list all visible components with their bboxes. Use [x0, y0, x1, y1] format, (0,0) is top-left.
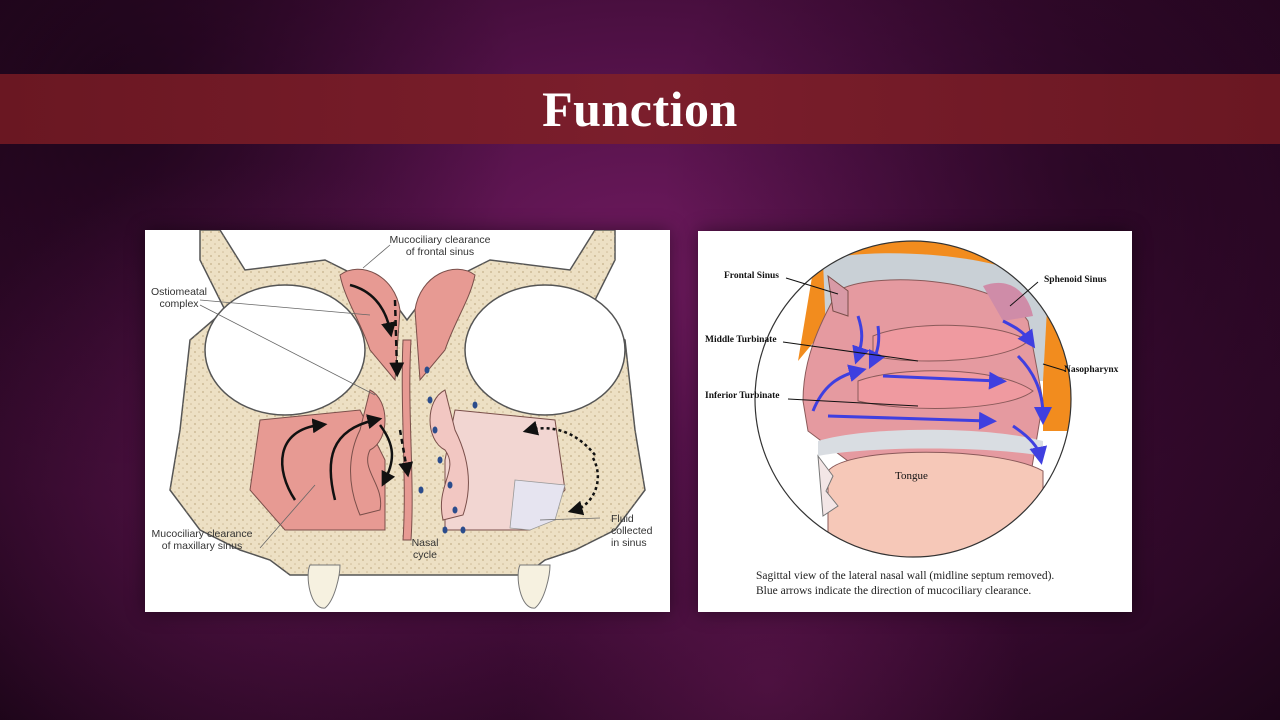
tooth-right [517, 564, 551, 609]
label-inferior-turbinate: Inferior Turbinate [705, 391, 780, 401]
label-frontal-sinus: Frontal Sinus [724, 271, 779, 281]
frontal-sinus-right [414, 268, 476, 382]
slide-title: Function [542, 81, 738, 137]
title-band: Function [0, 74, 1280, 144]
view-circle [754, 240, 1072, 558]
sphenoid-sinus [983, 282, 1033, 321]
clearance-arrows [280, 283, 599, 516]
tongue-shape [827, 451, 1044, 557]
label-tongue: Tongue [895, 470, 928, 482]
hard-palate [818, 429, 1043, 456]
lips [817, 454, 839, 517]
tooth-left [307, 564, 341, 609]
right-orbit [464, 284, 626, 416]
frontal-sinus-left [339, 268, 401, 382]
label-sphenoid-sinus: Sphenoid Sinus [1044, 275, 1107, 285]
label-nasopharynx: Nasopharynx [1064, 365, 1119, 375]
blue-clearance-arrows [811, 315, 1052, 465]
left-orbit [204, 284, 366, 416]
mucosal-cells [418, 366, 478, 534]
coronal-sinus-illustration [169, 230, 646, 609]
turbinate-right [429, 389, 469, 521]
fluid-level [509, 479, 566, 531]
label-middle-turbinate: Middle Turbinate [705, 335, 777, 345]
caption-line-2: Blue arrows indicate the direction of mu… [756, 585, 1032, 597]
frontal-sinus [827, 274, 849, 317]
caption-line-1: Sagittal view of the lateral nasal wall … [756, 570, 1055, 582]
maxillary-sinus-left [249, 409, 386, 531]
nasal-septum [401, 339, 413, 541]
figure-caption: Sagittal view of the lateral nasal wall … [756, 569, 1116, 599]
sagittal-nasal-diagram: Frontal Sinus Sphenoid Sinus Middle Turb… [698, 231, 1132, 612]
sagittal-nasal-illustration [754, 240, 1072, 558]
